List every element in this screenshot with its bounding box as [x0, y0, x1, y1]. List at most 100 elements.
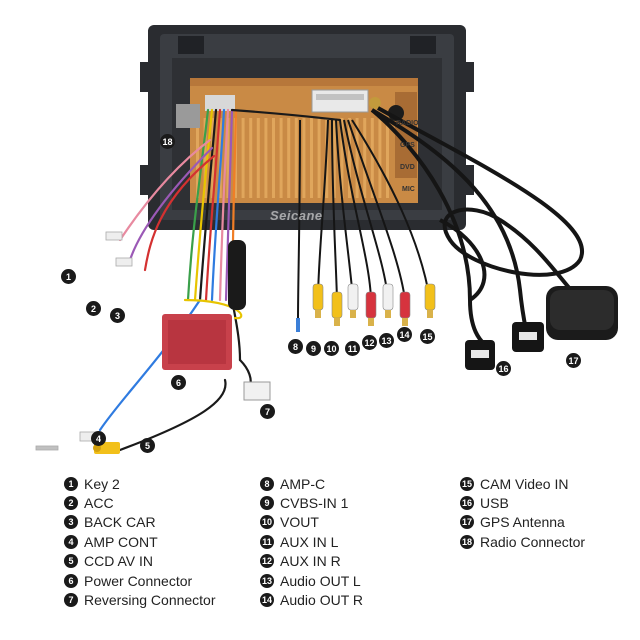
heatsink-fin	[370, 118, 374, 198]
legend-number: 14	[260, 593, 274, 608]
callout-15: 15	[420, 329, 435, 344]
legend-label: CAM Video IN	[480, 475, 569, 492]
legend-item: 16 USB	[460, 493, 585, 512]
legend-item: 10 VOUT	[260, 513, 363, 532]
callout-5: 5	[140, 438, 155, 453]
heatsink-fin	[256, 118, 260, 198]
legend-label: Power Connector	[84, 572, 193, 589]
legend-label: GPS Antenna	[480, 514, 565, 531]
wire-harness	[98, 108, 342, 452]
legend-number: 4	[64, 534, 78, 549]
legend-number: 3	[64, 515, 78, 530]
legend-item: 8 AMP-C	[260, 474, 363, 493]
gps-antenna	[546, 286, 618, 340]
legend-item: 3 BACK CAR	[64, 513, 216, 532]
legend-label: USB	[480, 495, 509, 512]
legend-number: 6	[64, 573, 78, 588]
heatsink-fin	[279, 118, 283, 198]
heatsink-fin	[386, 118, 389, 198]
rca-plugs	[296, 283, 436, 332]
callout-7: 7	[260, 404, 275, 419]
legend-item: 2 ACC	[64, 493, 216, 512]
panel-label-mic: MIC	[402, 186, 415, 193]
callout-10: 10	[324, 341, 339, 356]
callout-18: 18	[160, 134, 175, 149]
wire-clips	[35, 231, 133, 451]
callout-1: 1	[61, 269, 76, 284]
legend-item: 1 Key 2	[64, 474, 216, 493]
legend-number: 17	[460, 515, 474, 530]
panel-label-gps: GPS	[400, 142, 415, 149]
callout-4: 4	[91, 431, 106, 446]
legend-label: AMP-C	[280, 475, 326, 492]
rca-plug	[382, 283, 394, 318]
heatsink-fin	[363, 118, 367, 198]
rca-plug	[424, 283, 436, 318]
legend-number: 18	[460, 534, 474, 549]
legend-number: 1	[64, 476, 78, 491]
legend-label: BACK CAR	[84, 514, 156, 531]
heatsink-fin	[332, 118, 336, 198]
ferrite-bead	[228, 240, 246, 310]
heatsink-fin	[287, 118, 291, 198]
legend-item: 7 Reversing Connector	[64, 590, 216, 609]
legend-number: 13	[260, 573, 274, 588]
callout-2: 2	[86, 301, 101, 316]
callout-13: 13	[379, 333, 394, 348]
legend-label: AUX IN R	[280, 553, 341, 570]
heatsink-fin	[196, 118, 199, 198]
usb-connectors	[465, 322, 544, 370]
legend-label: Reversing Connector	[84, 592, 216, 609]
heatsink-fin	[348, 118, 351, 198]
amp-c-wire-end	[296, 318, 300, 332]
legend-label: VOUT	[280, 514, 319, 531]
legend-number: 8	[260, 476, 274, 491]
legend-item: 4 AMP CONT	[64, 532, 216, 551]
legend-number: 2	[64, 496, 78, 511]
callout-9: 9	[306, 341, 321, 356]
heatsink-fin	[378, 118, 382, 198]
legend-item: 6 Power Connector	[64, 571, 216, 590]
legend-number: 5	[64, 554, 78, 569]
legend-item: 18 Radio Connector	[460, 532, 585, 551]
legend-label: Audio OUT R	[280, 592, 363, 609]
heatsink-fin	[302, 118, 306, 198]
callout-17: 17	[566, 353, 581, 368]
heatsink-fin	[355, 118, 359, 198]
reversing-connector	[243, 381, 271, 401]
heatsink-fin	[317, 118, 321, 198]
heatsink-fin	[272, 118, 275, 198]
power-connector	[162, 314, 232, 370]
brand-watermark: Seicane	[270, 208, 323, 223]
callout-6: 6	[171, 375, 186, 390]
legend-number: 10	[260, 515, 274, 530]
legend-item: 14 Audio OUT R	[260, 590, 363, 609]
legend-label: ACC	[84, 495, 114, 512]
panel-label-radio: RADIO	[396, 120, 419, 127]
callout-12: 12	[362, 335, 377, 350]
wiring-diagram	[35, 25, 618, 454]
legend-item: 13 Audio OUT L	[260, 571, 363, 590]
legend-number: 7	[64, 593, 78, 608]
heatsink-fin	[203, 118, 207, 198]
usb-gps-cables	[370, 106, 584, 347]
legend-label: Radio Connector	[480, 533, 586, 550]
board-connectors	[176, 89, 404, 128]
legend-label: Key 2	[84, 475, 120, 492]
legend-label: CVBS-IN 1	[280, 495, 349, 512]
rca-plug	[399, 291, 411, 326]
legend-label: AMP CONT	[84, 533, 158, 550]
legend-number: 16	[460, 496, 474, 511]
heatsink-fin	[264, 118, 268, 198]
legend-label: Audio OUT L	[280, 572, 361, 589]
callout-14: 14	[397, 327, 412, 342]
heatsink-fin	[226, 118, 230, 198]
panel-label-dvd: DVD	[400, 164, 415, 171]
callout-16: 16	[496, 361, 511, 376]
